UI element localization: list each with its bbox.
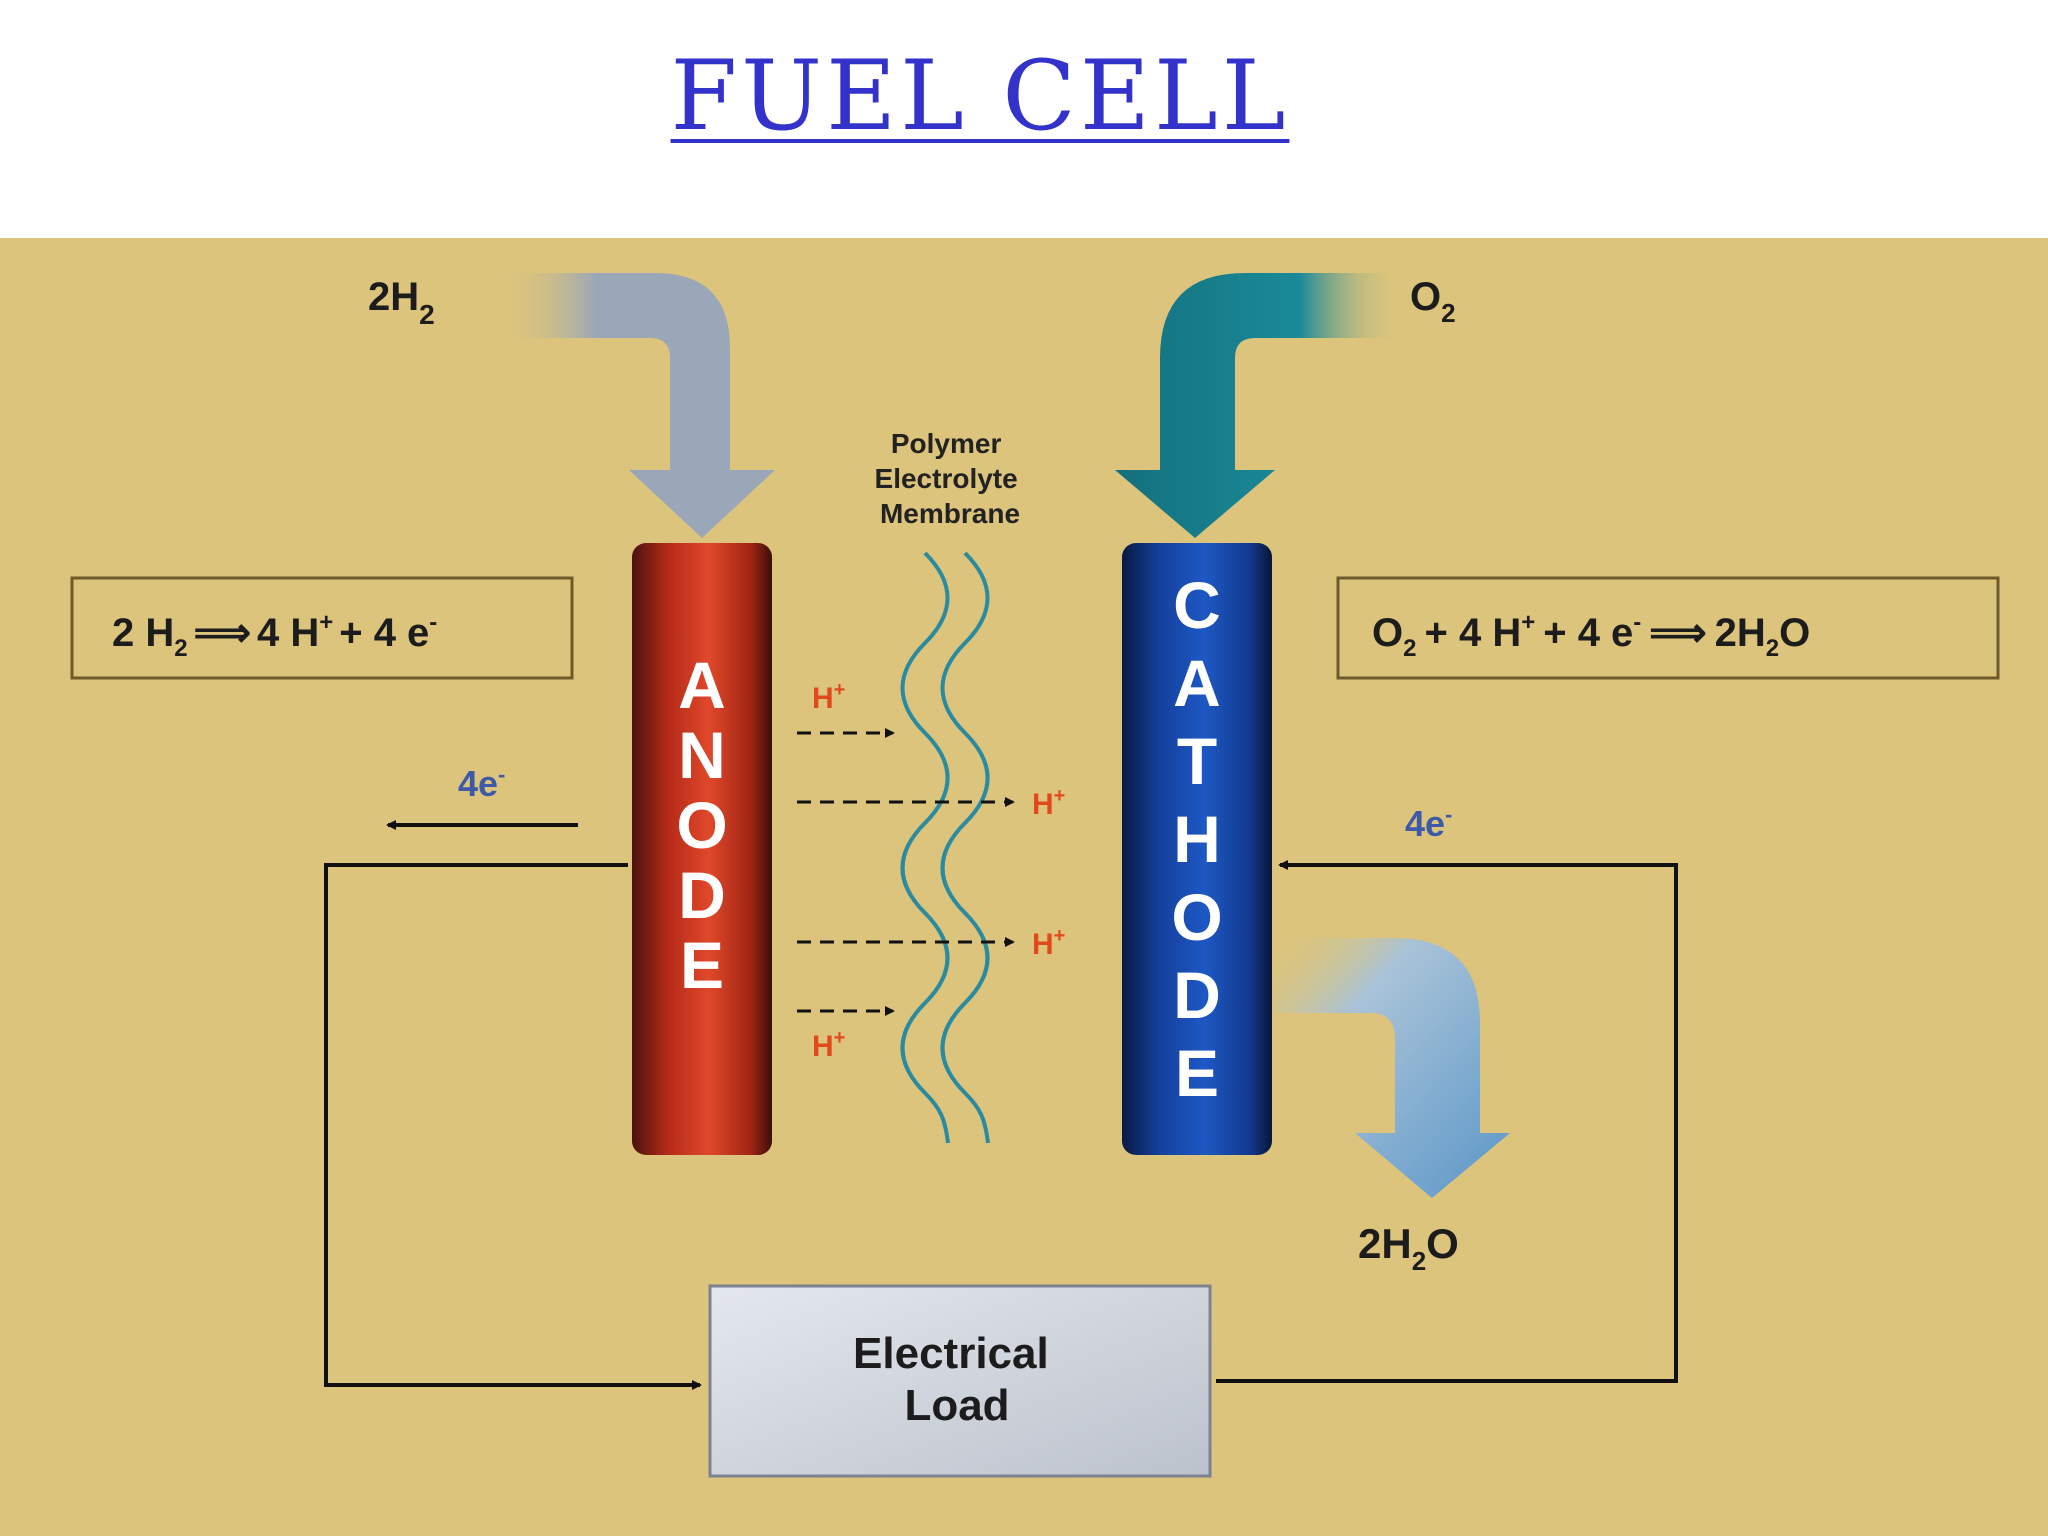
hydrogen-input-label: 2H2 <box>368 275 435 330</box>
proton-label-4: H+ <box>812 1027 845 1063</box>
cathode-reaction: O2+ 4 H++ 4 e-⟹2H2O <box>1372 609 1810 662</box>
electrical-load-label: Electrical Load <box>853 1329 1061 1430</box>
cathodeText-letter: D <box>1173 958 1221 1032</box>
electron-label-left: 4e- <box>458 762 505 804</box>
circuit-wire-right <box>1216 860 1678 1383</box>
cathodeText-letter: H <box>1173 802 1221 876</box>
electron-label-right: 4e- <box>1405 802 1452 844</box>
oxygen-input-label: O2 <box>1410 275 1456 328</box>
membrane-label: Polymer Electrolyte Membrane <box>875 428 1026 529</box>
anodeText-letter: O <box>676 788 727 862</box>
proton-flow-arrows <box>797 728 1015 1016</box>
cathode-reaction-box <box>1336 576 2000 680</box>
anodeText-letter: E <box>680 928 724 1002</box>
membrane-label-line-1: Polymer <box>891 428 1002 459</box>
electrical-load-line-1: Electrical <box>853 1329 1049 1378</box>
cathodeText-letter: E <box>1175 1036 1219 1110</box>
proton-label-3: H+ <box>1032 925 1065 961</box>
oxygen-inflow-arrow <box>1115 273 1400 538</box>
anode-reaction-box <box>70 576 574 680</box>
membrane-waves <box>900 551 990 1144</box>
hydrogen-inflow-arrow <box>500 273 775 538</box>
anodeText-letter: A <box>678 648 726 722</box>
membrane-wave-2 <box>940 551 990 1144</box>
membrane-label-line-2: Electrolyte <box>875 463 1018 494</box>
electrical-load-line-2: Load <box>904 1381 1009 1430</box>
proton-label-2: H+ <box>1032 785 1065 821</box>
membrane-wave-1 <box>900 551 950 1144</box>
proton-labels: H+ H+ H+ H+ <box>812 679 1065 1063</box>
water-output-label: 2H2O <box>1358 1220 1459 1276</box>
cathode-electrode <box>1122 543 1272 1155</box>
cathodeText-letter: A <box>1173 646 1221 720</box>
anode-reaction: 2 H2⟹4 H++ 4 e- <box>112 609 437 662</box>
electrical-load-box <box>708 1284 1212 1478</box>
circuit-wire-left <box>324 863 702 1390</box>
cathodeText-letter: C <box>1173 568 1221 642</box>
slide-title: FUEL CELL <box>670 40 1290 152</box>
membrane-label-line-3: Membrane <box>880 498 1020 529</box>
water-outflow-arrow <box>1275 938 1510 1198</box>
anode-electrode <box>632 543 772 1155</box>
anodeText-letter: D <box>678 858 726 932</box>
cathodeText-letter: O <box>1171 880 1222 954</box>
proton-label-1: H+ <box>812 679 845 715</box>
anodeText-letter: N <box>678 718 726 792</box>
cathodeText-letter: T <box>1177 724 1217 798</box>
